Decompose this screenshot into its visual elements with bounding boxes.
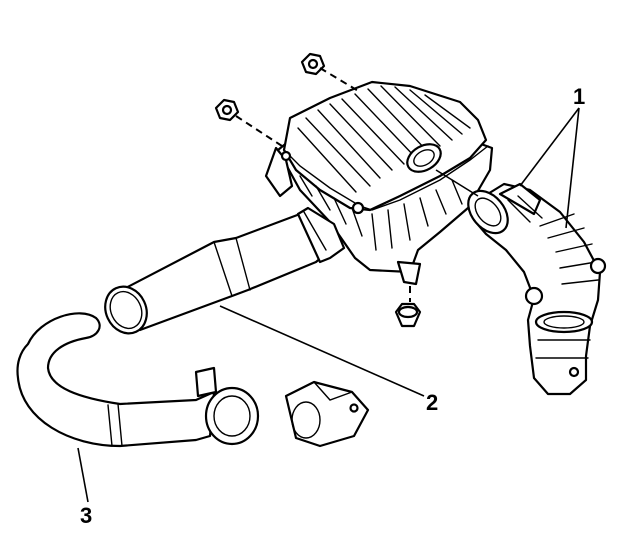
intake-duct <box>104 206 346 335</box>
air-cleaner-housing <box>264 80 494 286</box>
nut-left <box>214 98 240 122</box>
nut-left-leader <box>235 115 283 147</box>
nut-top <box>300 52 326 76</box>
callout-1: 1 <box>573 84 586 109</box>
leader-lines <box>77 107 580 503</box>
callout-2: 2 <box>426 390 439 415</box>
nut-top-leader <box>319 67 361 93</box>
outlet-elbow-duct <box>467 182 607 396</box>
callout-3: 3 <box>80 503 93 528</box>
resonator-pipe <box>16 312 260 448</box>
lower-bolt <box>394 302 422 328</box>
duct-adapter <box>284 380 370 448</box>
